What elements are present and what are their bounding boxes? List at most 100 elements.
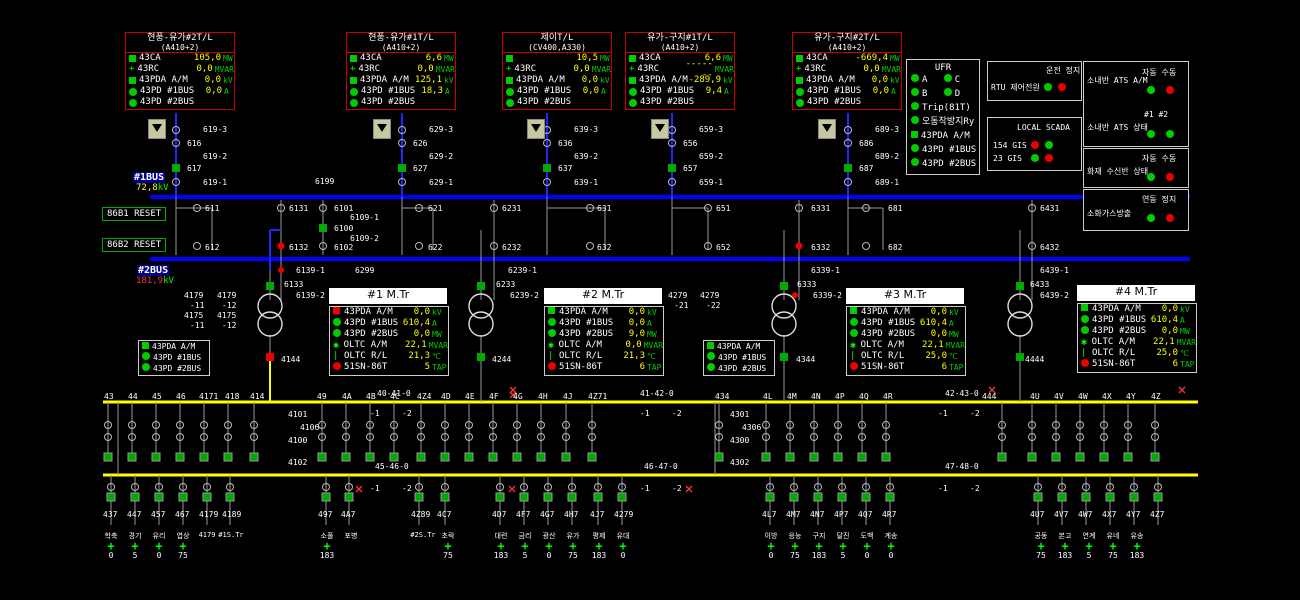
line-title: 현풍-유가#1T/L — [368, 33, 434, 43]
bay-label: 617 — [187, 164, 202, 173]
bay-label: 632 — [597, 243, 612, 252]
scada-panel: LOCAL SCADA 154 GIS 23 GIS — [987, 117, 1082, 171]
feeder-9[interactable]: #2S.Tr — [410, 531, 436, 539]
feeder-8[interactable]: 포병 — [344, 532, 358, 540]
feeder-25[interactable]: 연계 + 5 — [1082, 532, 1096, 560]
feeder-24[interactable]: 본고 + 183 — [1057, 532, 1073, 560]
feeder-15[interactable]: 평제 + 183 — [591, 532, 607, 560]
feeder-19[interactable]: 구지 + 183 — [811, 532, 827, 560]
line3-select-arrow[interactable] — [527, 119, 545, 139]
tie-label: -2 — [970, 484, 980, 493]
rtu-run-indicator[interactable] — [1044, 83, 1052, 91]
ats-am-label: 소내반 ATS A/M — [1087, 76, 1148, 85]
pt-label: 4279 — [668, 291, 688, 300]
feeder-5[interactable]: 4179 — [198, 531, 216, 539]
feeder-3[interactable]: 유리 + 0 — [152, 532, 166, 560]
tie-label: -2 — [970, 409, 980, 418]
bay-label: 659-1 — [699, 178, 724, 187]
feeder-2[interactable]: 경기 + 5 — [128, 532, 142, 560]
bay-label: 6432 — [1040, 243, 1060, 252]
feeder-top-label: 4H — [538, 392, 548, 401]
bay-label: 619-2 — [203, 152, 228, 161]
bay-label: 682 — [888, 243, 903, 252]
line1-select-arrow[interactable] — [148, 119, 166, 139]
feeder-bottom-label: 4Y7 — [1126, 510, 1141, 519]
feeder-top-label: 4V — [1054, 392, 1064, 401]
feeder-bottom-label: 4179 — [199, 510, 219, 519]
pt-label: 4175 — [217, 311, 237, 320]
bay-label: 631 — [597, 204, 612, 213]
feeder-1[interactable]: 학축 + 0 — [104, 532, 118, 560]
transformer-label: 6233 — [496, 280, 516, 289]
feeder-7[interactable]: 소풀 + 183 — [319, 532, 335, 560]
bay-label: 629-3 — [429, 125, 454, 134]
fire-panel: 자동 수동 화재 수신반 상태 — [1083, 148, 1189, 188]
feeder-bottom-label: 4A7 — [341, 510, 356, 519]
feeder-4[interactable]: 엽상 + 75 — [176, 532, 190, 560]
feeder-bottom-label: 447 — [127, 510, 142, 519]
feeder-18[interactable]: 응능 + 75 — [788, 532, 802, 560]
feeder-top-label: 4B — [366, 392, 376, 401]
rtu-stop-indicator[interactable] — [1058, 83, 1066, 91]
line4-select-arrow[interactable] — [651, 119, 669, 139]
feeder-top-label: 434 — [715, 392, 730, 401]
feeder-top-label: 4Y — [1126, 392, 1136, 401]
transformer-label: 4244 — [492, 355, 512, 364]
bay-label: 639-2 — [574, 152, 599, 161]
feeder-bottom-label: 4J7 — [590, 510, 605, 519]
feeder-10[interactable]: 초락 + 75 — [441, 532, 455, 560]
feeder-26[interactable]: 유네 + 75 — [1106, 532, 1120, 560]
feeder-23[interactable]: 공동 + 75 — [1034, 532, 1048, 560]
transformer-label: 6439-1 — [1040, 266, 1069, 275]
feeder-bottom-label: 4Z89 — [411, 510, 431, 519]
bay-label: 612 — [205, 243, 220, 252]
ats-state-label: 소내반 ATS 상태 — [1087, 123, 1148, 132]
bay-label: 689-1 — [875, 178, 900, 187]
feeder-top-label: 4171 — [199, 392, 219, 401]
feeder-14[interactable]: 유가 + 75 — [566, 532, 580, 560]
feeder-12[interactable]: 금리 + 5 — [518, 532, 532, 560]
feeder-21[interactable]: 도백 + 0 — [860, 532, 874, 560]
bay-label: 6431 — [1040, 204, 1060, 213]
reset-86b2-button[interactable]: 86B2 RESET — [102, 238, 167, 252]
feeder-top-label: 4Q — [859, 392, 869, 401]
tie-label: 47-48-0 — [945, 462, 979, 471]
reset-86b1-button[interactable]: 86B1 RESET — [102, 207, 167, 221]
transformer-label: 6139-2 — [296, 291, 325, 300]
feeder-16[interactable]: 유대 + 0 — [616, 532, 630, 560]
bay-label: 6332 — [811, 243, 831, 252]
bay-label: 6109-1 — [350, 213, 379, 222]
feeder-top-label: 4F — [489, 392, 499, 401]
tie-label: 42-43-0 — [945, 389, 979, 398]
bay-label: 616 — [187, 139, 202, 148]
line-title: 현풍-유가#2T/L — [147, 33, 213, 43]
line2-select-arrow[interactable] — [373, 119, 391, 139]
feeder-top-label: 4X — [1102, 392, 1112, 401]
feeder-13[interactable]: 광산 + 0 — [542, 532, 556, 560]
line5-select-arrow[interactable] — [818, 119, 836, 139]
mtr-title-2: #2 M.Tr — [544, 288, 662, 304]
switch-label: 4306 — [742, 423, 762, 432]
pt-label: 4279 — [700, 291, 720, 300]
feeder-top-label: 4U — [1030, 392, 1040, 401]
feeder-11[interactable]: 대련 + 183 — [493, 532, 509, 560]
line-subtitle: (A410+2) — [347, 43, 455, 53]
feeder-27[interactable]: 유송 + 183 — [1129, 532, 1145, 560]
transformer-label: 4144 — [281, 355, 301, 364]
switch-label: 4100 — [288, 436, 308, 445]
feeder-6[interactable]: #1S.Tr — [218, 531, 244, 539]
feeder-17[interactable]: 이방 + 0 — [764, 532, 778, 560]
feeder-22[interactable]: 계송 + 0 — [884, 532, 898, 560]
scada-gis23: 23 GIS — [993, 154, 1022, 163]
feeder-20[interactable]: 달진 + 5 — [836, 532, 850, 560]
